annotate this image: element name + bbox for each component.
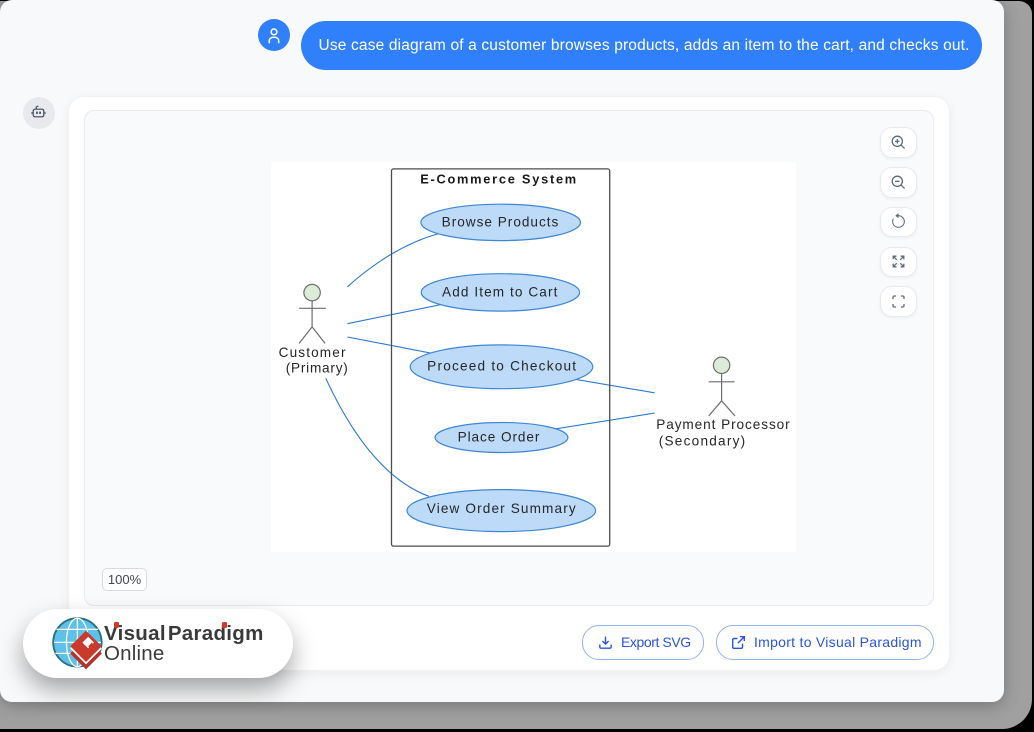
svg-text:Payment Processor: Payment Processor	[656, 417, 790, 432]
svg-text:Customer: Customer	[279, 345, 346, 360]
svg-text:Browse Products: Browse Products	[442, 215, 559, 230]
svg-text:Proceed to Checkout: Proceed to Checkout	[427, 358, 576, 373]
svg-text:Add Item to Cart: Add Item to Cart	[442, 285, 558, 300]
svg-text:Place Order: Place Order	[458, 430, 540, 445]
svg-text:E-Commerce System: E-Commerce System	[420, 172, 576, 187]
svg-text:(Secondary): (Secondary)	[659, 433, 746, 448]
svg-text:(Primary): (Primary)	[286, 361, 348, 376]
svg-text:View Order Summary: View Order Summary	[427, 501, 576, 516]
